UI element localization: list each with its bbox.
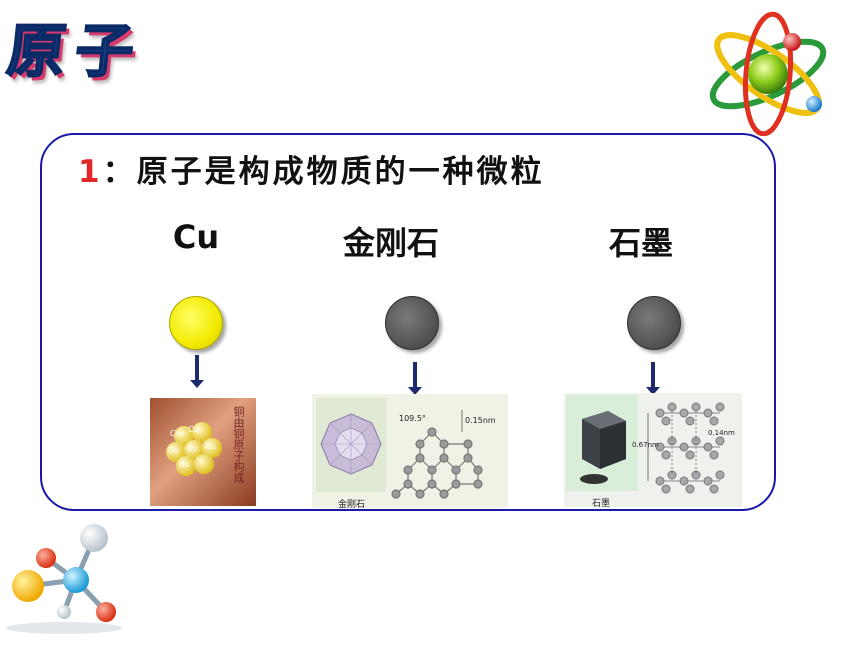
atom-logo-icon — [709, 11, 827, 136]
graphite-caption: 石墨 — [592, 499, 611, 507]
graphite-bond-length: 0.14nm — [708, 429, 735, 437]
cu-atom-label: Cu — [179, 460, 190, 469]
cu-side-text: 铜由铜原子构成 — [232, 406, 245, 483]
arrow-down-icon — [408, 362, 422, 395]
cu-atom-label: Cu — [187, 444, 198, 453]
cu-atom-label: Cu — [168, 446, 179, 455]
label-cu: Cu — [172, 218, 220, 256]
slide-title: 原子 — [3, 16, 148, 86]
cu-atom-label: Cu — [170, 429, 181, 438]
diamond-angle: 109.5° — [399, 414, 426, 423]
cu-atom-label: Cu — [188, 425, 199, 434]
carbon-atom-ball-graphite — [627, 296, 681, 350]
arrow-down-icon — [646, 362, 660, 395]
heading-colon: ： — [102, 154, 137, 190]
heading: 1：原子是构成物质的一种微粒 — [78, 146, 545, 191]
label-graphite: 石墨 — [608, 224, 673, 262]
copper-atom-ball — [169, 296, 223, 350]
label-diamond: 金刚石 — [342, 224, 439, 262]
diamond-bond-length: 0.15nm — [465, 416, 496, 425]
carbon-atom-ball-diamond — [385, 296, 439, 350]
graphite-image: 0.67nm 0.14nm 石墨 — [564, 393, 742, 507]
heading-number: 1 — [78, 154, 103, 190]
diamond-caption: 金刚石 — [338, 500, 366, 508]
copper-image: Cu Cu Cu Cu Cu Cu 铜由铜原子构成 — [150, 398, 256, 506]
arrow-down-icon — [190, 355, 204, 388]
heading-text: 原子是构成物质的一种微粒 — [136, 154, 545, 190]
molecule-icon — [6, 524, 122, 634]
graphite-layer-distance: 0.67nm — [632, 441, 659, 449]
diamond-image: 109.5° 0.15nm 金刚石 — [312, 394, 508, 508]
cu-atom-label: Cu — [205, 442, 216, 451]
